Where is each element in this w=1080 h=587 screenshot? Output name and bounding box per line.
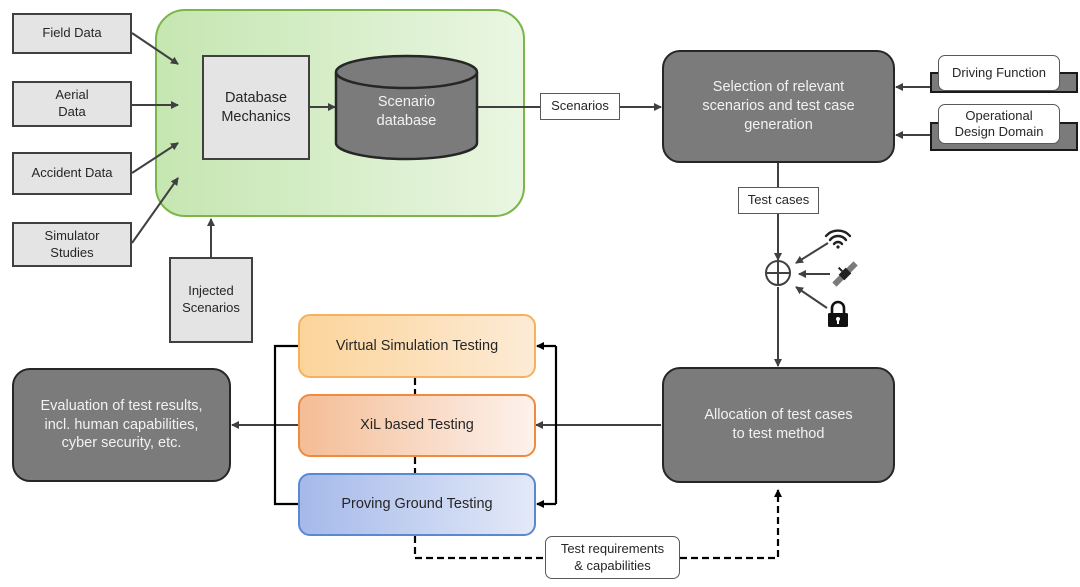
test-method-proving-ground[interactable]: Proving Ground Testing bbox=[298, 473, 536, 536]
edge-label-scenarios: Scenarios bbox=[540, 93, 620, 120]
scenario-database-label: Scenario database bbox=[376, 94, 437, 129]
selection-label: Selection of relevant scenarios and test… bbox=[702, 79, 855, 133]
test-method-label: Virtual Simulation Testing bbox=[335, 337, 499, 354]
edge-label-test-requirements: Test requirements & capabilities bbox=[545, 536, 680, 579]
test-method-virtual-simulation[interactable]: Virtual Simulation Testing bbox=[298, 314, 536, 378]
source-simulator-studies[interactable]: Simulator Studies bbox=[12, 222, 132, 267]
arrow-field-data bbox=[131, 32, 179, 65]
context-driving-function[interactable]: Driving Function bbox=[930, 55, 1078, 101]
arrow-simulator-studies bbox=[131, 177, 179, 244]
arrow-wifi-to-merge bbox=[795, 242, 829, 264]
allocation-box[interactable]: Allocation of test cases to test method bbox=[662, 367, 895, 483]
source-label: Field Data bbox=[42, 25, 102, 41]
context-odd[interactable]: Operational Design Domain bbox=[930, 104, 1078, 152]
injected-label: Injected Scenarios bbox=[182, 283, 240, 315]
selection-box[interactable]: Selection of relevant scenarios and test… bbox=[662, 50, 895, 163]
satellite-icon bbox=[832, 261, 858, 287]
test-method-label: XiL based Testing bbox=[360, 417, 474, 434]
wifi-icon bbox=[824, 229, 852, 249]
allocation-label: Allocation of test cases to test method bbox=[704, 407, 853, 442]
database-mechanics-box[interactable]: Database Mechanics bbox=[202, 55, 310, 160]
dash-requirements-to-allocation bbox=[680, 489, 782, 560]
source-label: Simulator Studies bbox=[44, 227, 100, 260]
source-label: Accident Data bbox=[31, 165, 113, 181]
source-accident-data[interactable]: Accident Data bbox=[12, 152, 132, 195]
test-method-label: Proving Ground Testing bbox=[341, 496, 493, 513]
test-method-xil[interactable]: XiL based Testing bbox=[298, 394, 536, 457]
merge-node-icon bbox=[765, 260, 791, 286]
source-aerial-data[interactable]: Aerial Data bbox=[12, 81, 132, 127]
arrow-lock-to-merge bbox=[795, 286, 828, 309]
edge-label-test-cases: Test cases bbox=[738, 187, 819, 214]
arrow-accident-data bbox=[131, 142, 179, 174]
context-label: Operational Design Domain bbox=[938, 104, 1060, 144]
bracket-left bbox=[273, 344, 298, 506]
evaluation-box[interactable]: Evaluation of test results, incl. human … bbox=[12, 368, 231, 482]
dash-pgt-to-requirements bbox=[413, 536, 545, 560]
evaluation-label: Evaluation of test results, incl. human … bbox=[40, 397, 203, 452]
source-label: Aerial Data bbox=[55, 87, 89, 119]
database-mechanics-label: Database Mechanics bbox=[221, 89, 291, 125]
injected-scenarios-box[interactable]: Injected Scenarios bbox=[169, 257, 253, 343]
source-field-data[interactable]: Field Data bbox=[12, 13, 132, 54]
lock-icon bbox=[828, 300, 848, 327]
scenario-database-cylinder bbox=[334, 54, 479, 161]
context-label: Driving Function bbox=[938, 55, 1060, 91]
